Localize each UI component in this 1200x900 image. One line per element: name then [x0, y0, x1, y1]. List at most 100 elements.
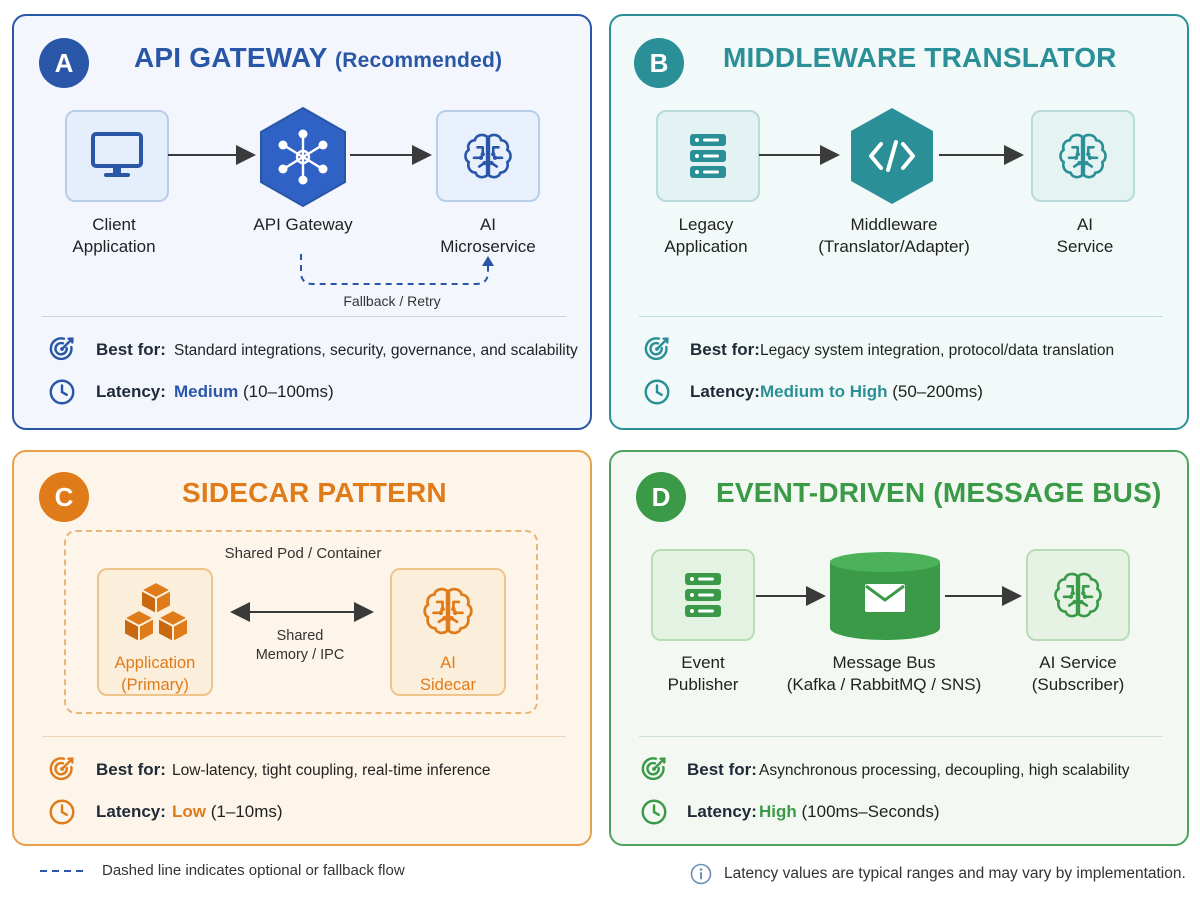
- label-line: (Primary): [121, 676, 189, 694]
- server-stack-icon: [688, 132, 728, 180]
- label-line: Publisher: [667, 675, 739, 694]
- latency-level: Low: [172, 802, 206, 821]
- best-for-key: Best for:: [687, 760, 757, 779]
- ai-service-label: AI Service: [1057, 214, 1114, 258]
- middleware-node: [847, 106, 937, 206]
- divider: [42, 736, 566, 737]
- message-bus-node: [828, 550, 942, 642]
- ai-service-subscriber-label: AI Service (Subscriber): [1032, 652, 1125, 696]
- panel-api-gateway: A API GATEWAY (Recommended) Client Appli…: [12, 14, 592, 430]
- label-line: Client: [92, 215, 136, 234]
- panel-title-c: SIDECAR PATTERN: [182, 477, 447, 508]
- panel-event-driven: D EVENT-DRIVEN (MESSAGE BUS) Event Publi…: [609, 450, 1189, 846]
- brain-icon: [419, 582, 477, 640]
- label-line: Shared: [276, 628, 324, 644]
- panel-title-d: EVENT-DRIVEN (MESSAGE BUS): [716, 477, 1162, 508]
- client-application-node: [65, 110, 169, 202]
- ai-microservice-node: [436, 110, 540, 202]
- label-line: (Translator/Adapter): [818, 237, 970, 256]
- label-line: Memory / IPC: [255, 647, 345, 663]
- label-line: (Subscriber): [1031, 675, 1125, 694]
- label-line: AI: [1076, 215, 1094, 234]
- label-line: Application: [114, 654, 196, 672]
- latency-key: Latency:: [687, 802, 757, 821]
- ai-microservice-label: AI Microservice: [440, 214, 535, 258]
- label-line: Microservice: [440, 237, 536, 256]
- application-primary-node: Application (Primary): [97, 568, 213, 696]
- event-publisher-label: Event Publisher: [668, 652, 739, 696]
- cubes-icon: [123, 581, 189, 643]
- monitor-icon: [91, 132, 143, 177]
- legacy-application-label: Legacy Application: [664, 214, 747, 258]
- brain-icon: [460, 128, 516, 184]
- footer-note: Latency values are typical ranges and ma…: [690, 863, 1186, 885]
- clock-icon: [47, 377, 77, 407]
- brain-icon: [1055, 128, 1111, 184]
- panel-title-b: MIDDLEWARE TRANSLATOR: [723, 42, 1117, 73]
- target-icon: [642, 334, 672, 364]
- best-for-value: Legacy system integration, protocol/data…: [760, 342, 1115, 359]
- latency-key: Latency:: [690, 382, 760, 401]
- target-icon: [47, 754, 77, 784]
- label-line: Sidecar: [420, 676, 476, 694]
- label-line: Legacy: [678, 215, 734, 234]
- label-line: Application: [72, 237, 156, 256]
- latency-range: (100ms–Seconds): [801, 802, 940, 821]
- label-line: AI Service: [1039, 653, 1117, 672]
- latency-value: Medium (10–100ms): [174, 382, 334, 402]
- divider: [42, 316, 566, 317]
- title-text: API GATEWAY: [134, 42, 328, 73]
- label-line: Event: [681, 653, 725, 672]
- event-publisher-node: [651, 549, 755, 641]
- panel-badge-b: B: [634, 38, 684, 88]
- clock-icon: [47, 797, 77, 827]
- panel-badge-d: D: [636, 472, 686, 522]
- divider: [639, 316, 1163, 317]
- label-line: Middleware: [850, 215, 938, 234]
- target-icon: [47, 334, 77, 364]
- target-icon: [639, 754, 669, 784]
- latency-level: Medium: [174, 382, 239, 401]
- shared-memory-label: Shared Memory / IPC: [256, 627, 345, 665]
- latency-value: Low (1–10ms): [172, 802, 283, 822]
- envelope-icon: [830, 552, 940, 640]
- panel-badge-c: C: [39, 472, 89, 522]
- best-for-value: Standard integrations, security, governa…: [174, 342, 578, 359]
- dashed-line-icon: [40, 869, 88, 872]
- latency-value: Medium to High (50–200ms): [760, 382, 983, 402]
- latency-level: Medium to High: [760, 382, 888, 401]
- latency-key: Latency:: [96, 802, 166, 821]
- message-bus-label: Message Bus (Kafka / RabbitMQ / SNS): [787, 652, 982, 696]
- best-for-key: Best for:: [690, 340, 760, 359]
- api-gateway-node: [257, 106, 349, 208]
- label-line: (Kafka / RabbitMQ / SNS): [786, 675, 982, 694]
- label-line: API Gateway: [253, 215, 353, 234]
- brain-icon: [1050, 567, 1106, 623]
- footer-legend: Dashed line indicates optional or fallba…: [40, 862, 405, 879]
- application-primary-label: Application (Primary): [99, 652, 211, 696]
- best-for-value: Asynchronous processing, decoupling, hig…: [759, 762, 1130, 779]
- panel-title-a: API GATEWAY (Recommended): [134, 42, 502, 74]
- label-line: AI: [440, 654, 456, 672]
- clock-icon: [642, 377, 672, 407]
- label-line: Service: [1056, 237, 1114, 256]
- ai-service-subscriber-node: [1026, 549, 1130, 641]
- fallback-retry-label: Fallback / Retry: [343, 293, 441, 309]
- shared-pod-label: Shared Pod / Container: [224, 545, 382, 562]
- panel-middleware-translator: B MIDDLEWARE TRANSLATOR Legacy Applicati…: [609, 14, 1189, 430]
- code-icon: [851, 108, 933, 204]
- api-gateway-label: API Gateway: [253, 214, 352, 236]
- latency-range: (1–10ms): [210, 802, 283, 821]
- note-text: Latency values are typical ranges and ma…: [724, 865, 1186, 882]
- info-icon: [690, 863, 712, 885]
- ai-service-node: [1031, 110, 1135, 202]
- best-for-value: Low-latency, tight coupling, real-time i…: [172, 762, 491, 779]
- latency-range: (10–100ms): [242, 382, 334, 401]
- label-line: Message Bus: [832, 653, 936, 672]
- label-line: Application: [664, 237, 748, 256]
- middleware-label: Middleware (Translator/Adapter): [818, 214, 969, 258]
- best-for-key: Best for:: [96, 760, 166, 779]
- best-for-key: Best for:: [96, 340, 166, 359]
- ai-sidecar-node: AI Sidecar: [390, 568, 506, 696]
- latency-range: (50–200ms): [892, 382, 983, 401]
